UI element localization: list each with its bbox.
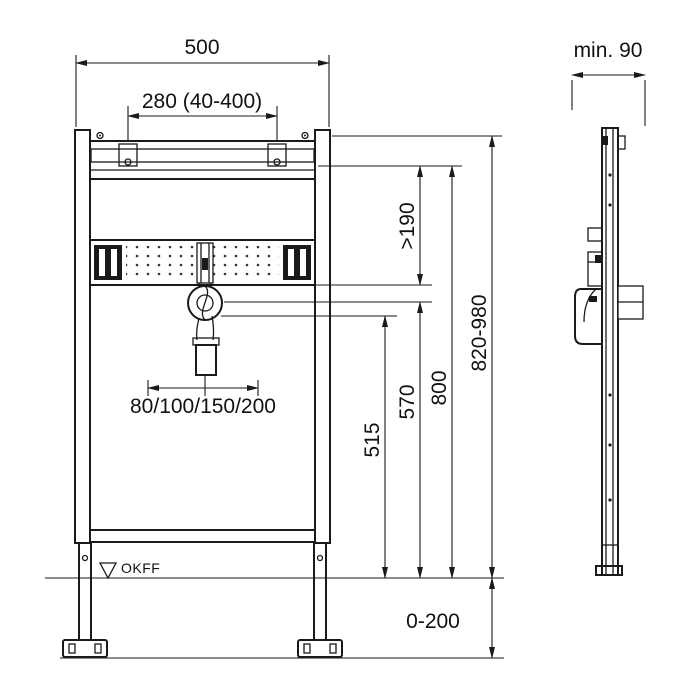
drain-assembly — [187, 283, 223, 376]
dim-trap-height-label: 515 — [361, 422, 384, 457]
dim-leg-adjust-label: 0-200 — [406, 610, 460, 633]
mounting-plate — [89, 239, 316, 286]
dim-drain-offset-label: 80/100/150/200 — [130, 395, 276, 418]
floor-level-triangle-icon — [98, 562, 118, 580]
bottom-crossbar — [90, 529, 315, 543]
dim-total-width-label: 500 — [184, 36, 219, 59]
side-view — [574, 127, 644, 576]
feet — [62, 639, 343, 658]
dim-frame-height-label: 820-980 — [468, 294, 491, 371]
dim-rail-height-label: 800 — [428, 370, 451, 405]
top-rail — [90, 131, 315, 180]
dimension-labels: 500 280 (40-400) min. 90 >190 800 820-98… — [130, 36, 642, 633]
dim-clearance-label: >190 — [396, 202, 419, 249]
dim-depth-label: min. 90 — [574, 39, 643, 62]
basin-fixing-brackets — [118, 143, 287, 167]
floor-level-label: OKFF — [121, 560, 160, 576]
legs — [78, 542, 327, 641]
reference-lines — [45, 135, 504, 659]
dimension-lines — [75, 55, 646, 659]
dim-drain-height-label: 570 — [396, 384, 419, 419]
front-view — [62, 129, 343, 658]
frame-uprights — [74, 129, 331, 544]
okff-marker: OKFF — [98, 560, 160, 580]
dim-bracket-spacing-label: 280 (40-400) — [142, 90, 262, 113]
